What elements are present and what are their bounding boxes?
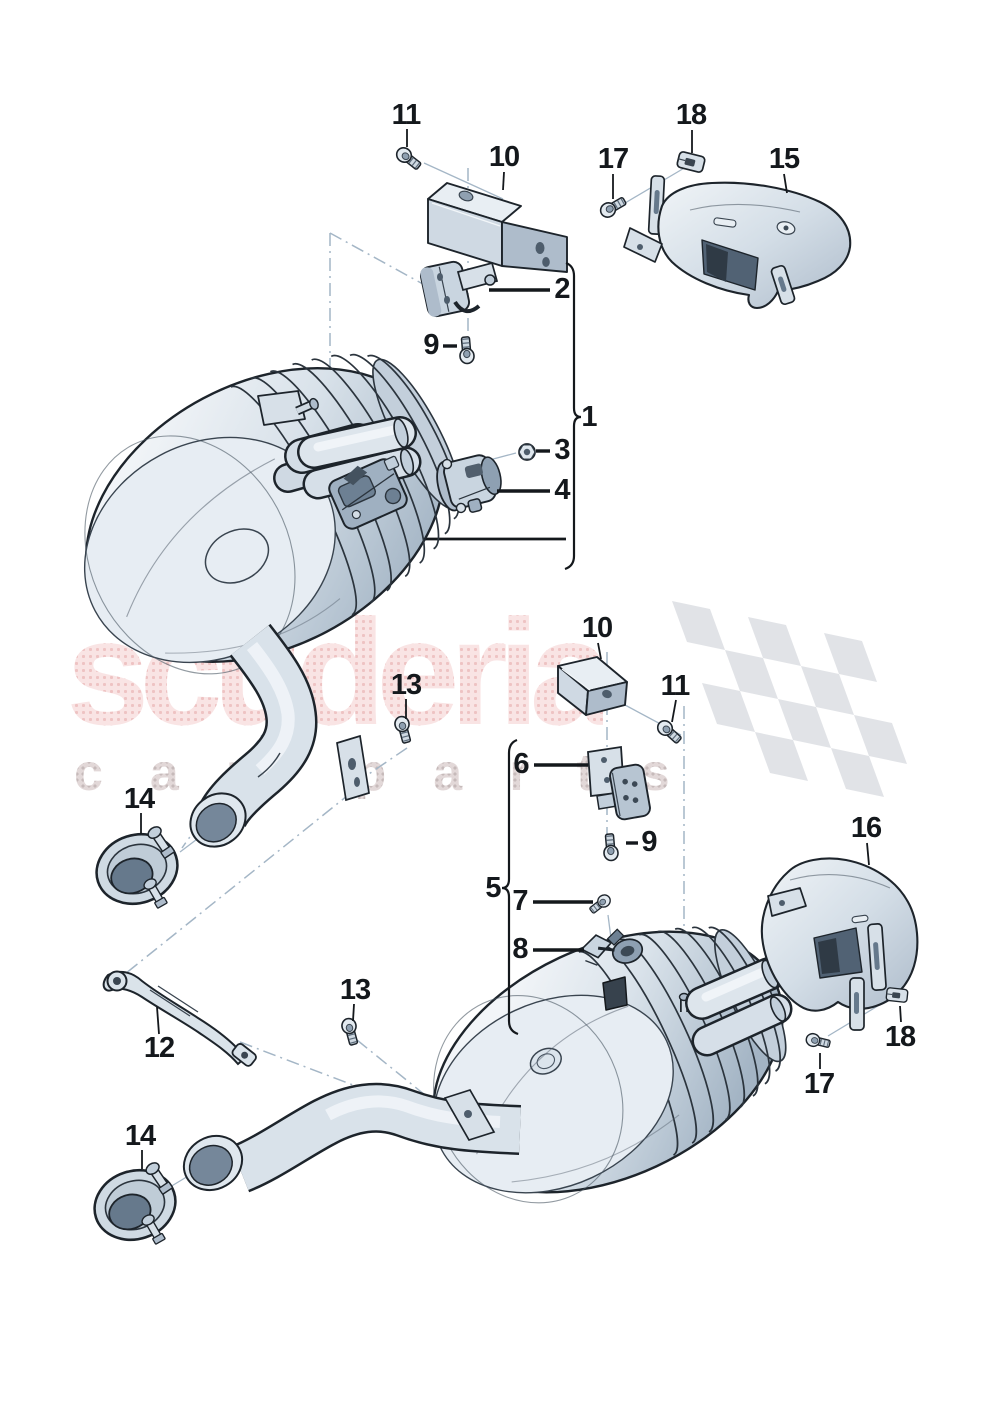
callout-label-14-low[interactable]: 14	[125, 1120, 157, 1152]
callout-label-17-low[interactable]: 17	[804, 1068, 835, 1100]
flag-cell	[824, 633, 877, 682]
pipe-mouth-graphic	[182, 1134, 244, 1192]
flag-cell	[672, 601, 725, 650]
callout-label-1[interactable]: 1	[581, 401, 598, 433]
bolt-graphic	[392, 144, 425, 174]
exhaust-clamp-graphic	[84, 1158, 186, 1252]
flag-cell	[748, 617, 801, 666]
front-downpipe-graphic	[189, 623, 370, 848]
mount-pin-graphic	[257, 390, 319, 426]
leader-line-15	[783, 173, 788, 194]
leader-line-11-mid	[671, 699, 677, 723]
bolt-graphic	[586, 891, 614, 917]
mounting-bracket-graphic	[557, 656, 628, 716]
callout-label-18-low[interactable]: 18	[885, 1021, 917, 1053]
callout-label-11-mid[interactable]: 11	[661, 670, 692, 702]
bolt-graphic	[601, 832, 620, 862]
bolt-graphic	[339, 1016, 362, 1047]
checkered-flag-watermark	[672, 601, 907, 797]
group-braces: 15	[485, 261, 598, 1036]
clip-nut-graphic	[885, 986, 909, 1004]
leader-line-13-low	[352, 1003, 355, 1022]
front-silencer-graphic	[83, 353, 462, 675]
flag-cell	[831, 748, 884, 797]
exhaust-clamp-graphic	[86, 822, 188, 916]
callout-label-9-mid[interactable]: 9	[641, 826, 658, 858]
bolt-graphic	[457, 335, 476, 365]
flag-cell	[854, 715, 907, 764]
callout-label-7[interactable]: 7	[512, 885, 528, 917]
heat-shield-graphic	[623, 175, 852, 310]
hex-nut-graphic	[518, 443, 536, 461]
leader-line-16	[866, 842, 870, 866]
flap-bracket-tab-graphic	[602, 976, 628, 1011]
rubber-mount-graphic	[587, 745, 651, 821]
leader-line-10-mid	[597, 642, 602, 660]
pipe-mouth-graphic	[189, 792, 247, 848]
brace-1	[564, 261, 582, 571]
support-strap-graphic	[102, 970, 257, 1067]
flag-cell	[755, 732, 808, 781]
callout-label-10-mid[interactable]: 10	[582, 612, 613, 644]
callout-label-13-mid[interactable]: 13	[391, 669, 423, 701]
heat-shield-graphic	[760, 857, 919, 1031]
leader-lines	[140, 129, 902, 1169]
callout-label-8[interactable]: 8	[512, 933, 529, 965]
callout-label-15[interactable]: 15	[769, 143, 801, 175]
callout-label-16[interactable]: 16	[851, 812, 883, 844]
bolt-graphic	[653, 716, 685, 747]
callout-label-3[interactable]: 3	[554, 434, 571, 466]
valve-lever-graphic	[580, 928, 644, 966]
mounting-bracket-graphic	[427, 182, 568, 273]
leader-line-12	[156, 1006, 160, 1035]
flag-cell	[801, 666, 854, 715]
bolt-graphic	[804, 1031, 832, 1051]
brace-5	[501, 738, 519, 1036]
watermark-subbrand: car parts	[74, 744, 717, 802]
callout-label-2[interactable]: 2	[554, 273, 570, 305]
mounted-actuator-graphic	[328, 455, 408, 530]
callout-label-17-top[interactable]: 17	[598, 143, 629, 175]
callout-label-5[interactable]: 5	[485, 872, 502, 904]
flag-cell	[702, 683, 755, 732]
callout-label-11-top[interactable]: 11	[392, 99, 423, 131]
rear-downpipe-graphic	[182, 1082, 521, 1193]
callout-label-12[interactable]: 12	[144, 1032, 175, 1064]
callout-label-14-top[interactable]: 14	[124, 783, 156, 815]
leader-line-10-top	[502, 171, 505, 191]
callout-label-9-top[interactable]: 9	[423, 329, 440, 361]
callout-label-6[interactable]: 6	[513, 748, 530, 780]
flag-cell	[725, 650, 778, 699]
bolt-graphic	[392, 714, 415, 745]
tailpipe-stubs-graphic	[685, 957, 793, 1057]
callout-label-18-top[interactable]: 18	[676, 99, 708, 131]
callout-label-13-low[interactable]: 13	[340, 974, 372, 1006]
flag-cell	[778, 699, 831, 748]
rubber-mount-graphic	[419, 260, 499, 318]
callout-label-10-top[interactable]: 10	[489, 141, 520, 173]
valve-actuator-graphic	[436, 454, 502, 514]
rear-silencer-graphic	[432, 926, 793, 1204]
callout-label-4[interactable]: 4	[554, 474, 571, 506]
leader-line-18-low	[899, 1005, 902, 1023]
